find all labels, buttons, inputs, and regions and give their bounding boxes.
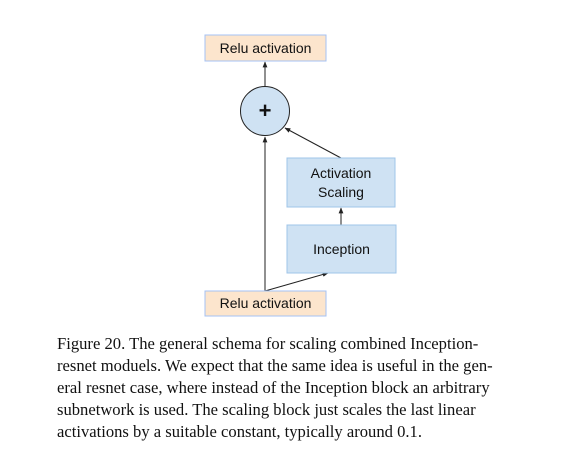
top-relu-label: Relu activation bbox=[220, 40, 312, 56]
top-relu-box: Relu activation bbox=[204, 34, 327, 62]
caption-line: resnet moduels. We expect that the same … bbox=[57, 356, 493, 375]
edge-scaling-to-sum bbox=[284, 127, 342, 159]
caption-line: eral resnet case, where instead of the I… bbox=[57, 378, 490, 397]
inception-label: Inception bbox=[313, 241, 370, 257]
bottom-relu-box: Relu activation bbox=[204, 290, 327, 317]
bottom-relu-rect bbox=[204, 290, 327, 317]
sum-node: + bbox=[240, 86, 290, 136]
caption-line: Figure 20. The general schema for scalin… bbox=[57, 334, 479, 353]
activation-scaling-box: Activation Scaling bbox=[286, 157, 396, 208]
caption-line: subnetwork is used. The scaling block ju… bbox=[57, 400, 476, 419]
activation-scaling-rect bbox=[286, 157, 396, 208]
figure-caption: Figure 20. The general schema for scalin… bbox=[57, 333, 545, 443]
activation-scaling-label-line1: Activation bbox=[311, 165, 372, 181]
inception-resnet-scaling-diagram: Relu activation + Activation Scaling Inc… bbox=[204, 34, 397, 317]
edge-relu-to-inception bbox=[264, 272, 329, 292]
top-relu-rect bbox=[204, 34, 327, 62]
bottom-relu-label: Relu activation bbox=[220, 295, 312, 311]
caption-line: activations by a suitable constant, typi… bbox=[57, 422, 422, 441]
activation-scaling-label-line2: Scaling bbox=[318, 184, 364, 200]
inception-box: Inception bbox=[286, 224, 397, 274]
sum-circle bbox=[240, 86, 290, 136]
inception-rect bbox=[286, 224, 397, 274]
plus-icon: + bbox=[259, 98, 272, 123]
